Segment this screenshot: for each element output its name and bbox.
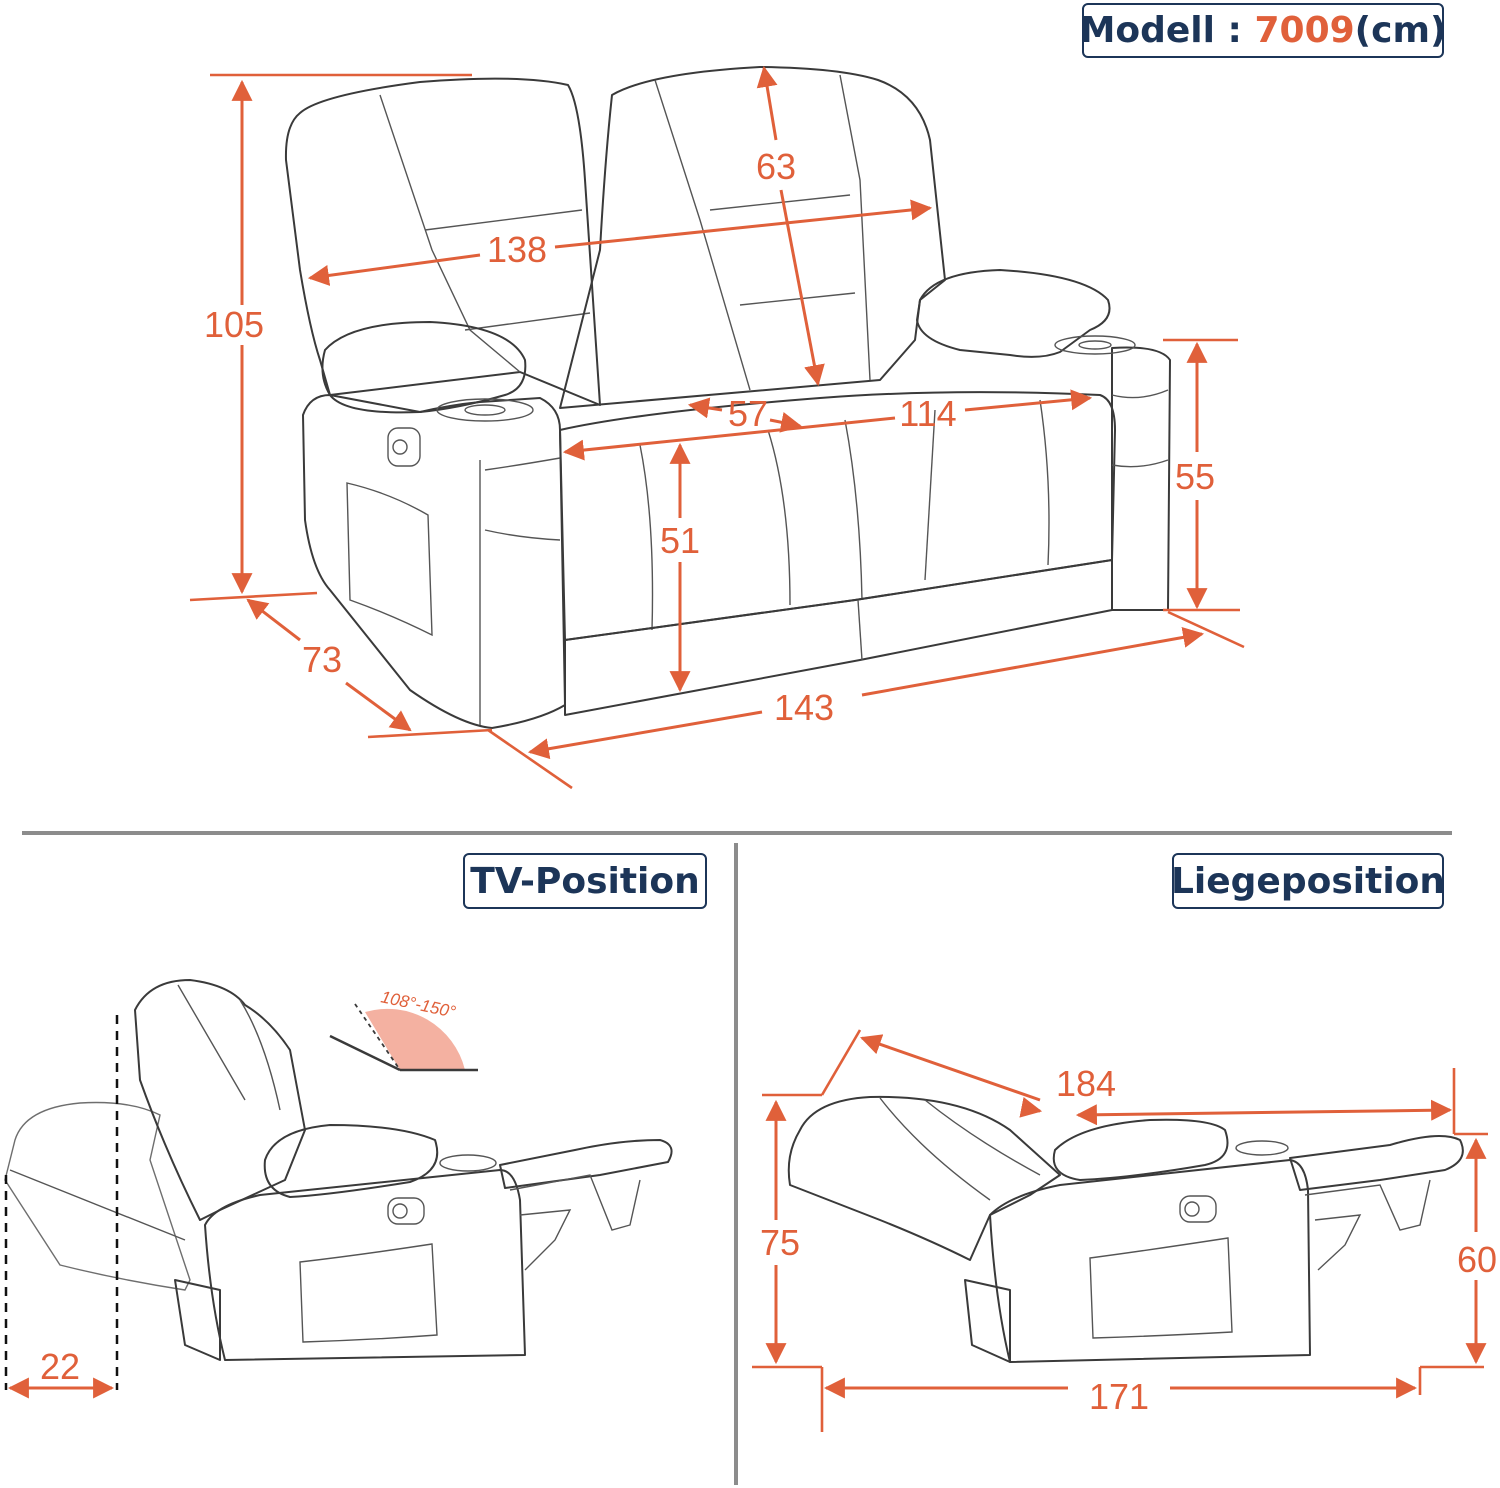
tv-position-title: TV-Position — [463, 853, 707, 909]
model-label: Modell : — [1079, 10, 1242, 51]
lying-dimensions — [752, 1029, 1488, 1432]
dimension-labels: 105 138 63 57 114 51 55 73 143 — [204, 146, 1215, 728]
recline-angle-wedge — [365, 1008, 465, 1070]
tv-position-label: TV-Position — [470, 860, 700, 902]
label-total-height: 105 — [204, 304, 264, 345]
lying-position-title: Liegeposition — [1170, 853, 1446, 909]
arrow-114 — [562, 416, 896, 461]
label-lying-footrest-height: 60 — [1457, 1239, 1497, 1280]
lying-position-label: Liegeposition — [1170, 860, 1446, 902]
tv-clearance-dimension — [4, 1015, 119, 1399]
arrow-57 — [687, 397, 723, 419]
arrow-63 — [756, 65, 778, 141]
label-backrest-height: 63 — [756, 146, 796, 187]
label-lying-total-length: 184 — [1056, 1063, 1116, 1104]
label-lying-floor-length: 171 — [1089, 1376, 1149, 1417]
model-title-box: Modell : 7009(cm) — [1079, 3, 1447, 58]
label-total-width-top: 138 — [487, 229, 547, 270]
dimension-arrows — [231, 65, 1208, 760]
label-armrest-height: 55 — [1175, 456, 1215, 497]
label-wall-clearance: 22 — [40, 1346, 80, 1387]
loveseat-drawing — [284, 66, 1171, 729]
label-lying-height: 75 — [760, 1222, 800, 1263]
model-number: 7009 — [1254, 10, 1355, 51]
reference-lines — [189, 73, 1245, 790]
arrow-138 — [307, 253, 481, 286]
label-seat-height: 51 — [660, 520, 700, 561]
lying-position-drawing — [787, 1095, 1464, 1363]
label-seat-width-total: 114 — [899, 393, 956, 434]
tv-position-drawing — [4, 979, 673, 1361]
arrow-73 — [246, 598, 301, 642]
label-seat-width-single: 57 — [728, 393, 768, 434]
arrow-143 — [527, 710, 763, 760]
label-depth: 73 — [302, 639, 342, 680]
label-total-width: 143 — [774, 687, 834, 728]
model-unit: (cm) — [1354, 10, 1447, 51]
